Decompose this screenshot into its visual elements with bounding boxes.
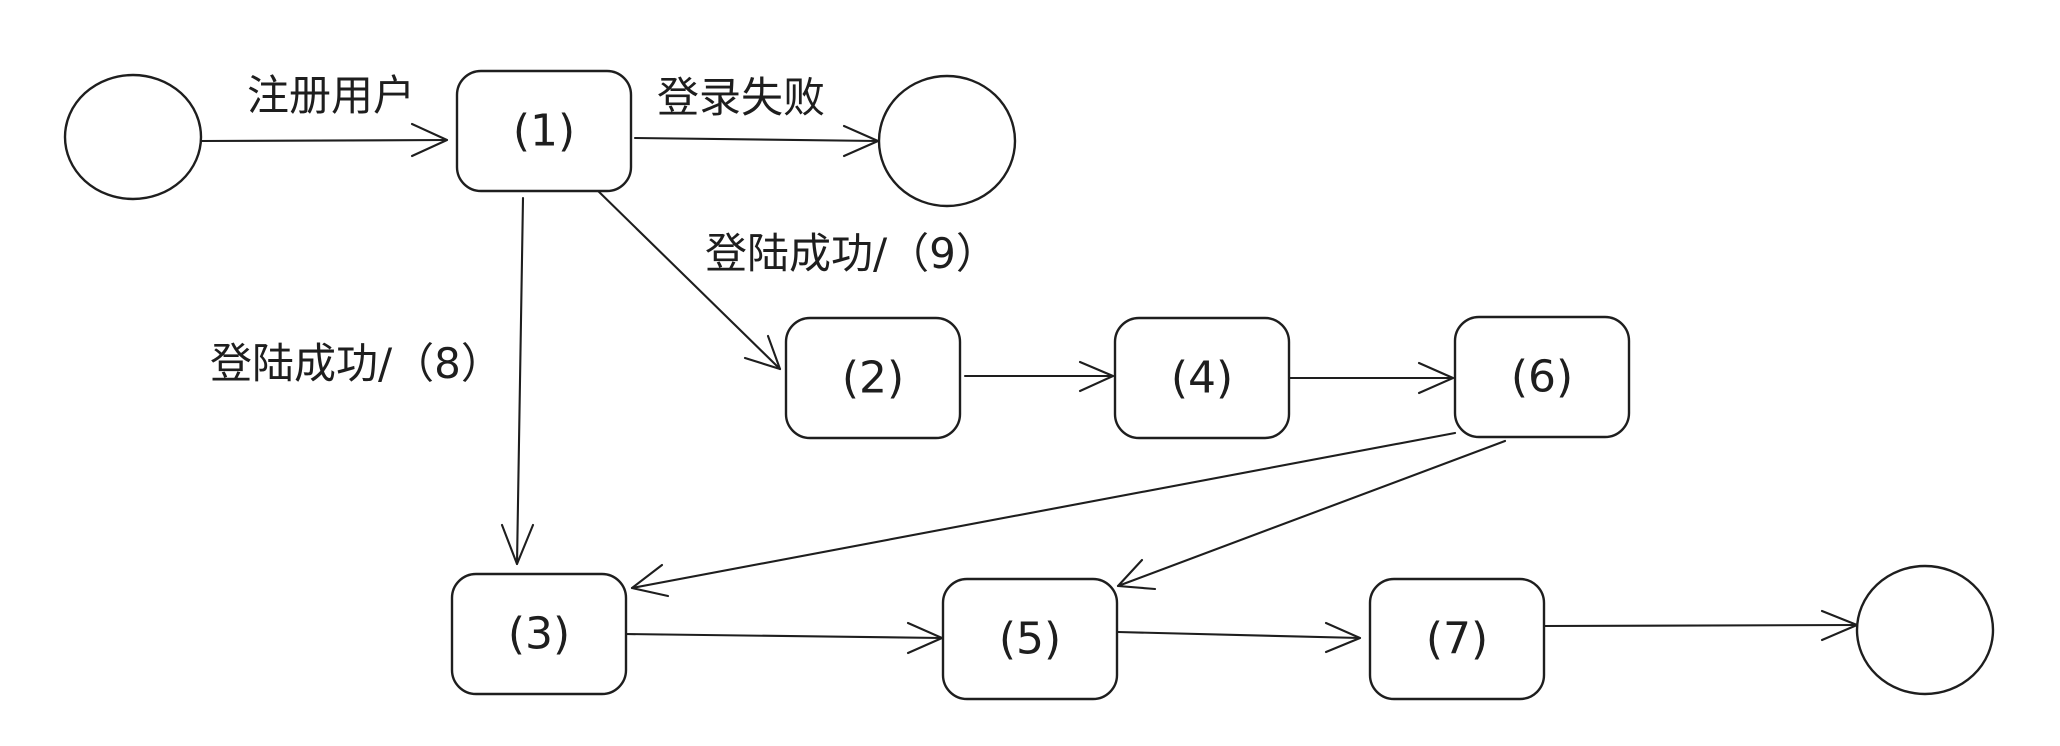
node-1: (1)	[455, 69, 633, 193]
node-3: (3)	[450, 572, 628, 696]
node-7-label: (7)	[1426, 614, 1488, 665]
node-6: (6)	[1453, 315, 1631, 439]
edge-label-login-success-8: 登陆成功/（8）	[210, 339, 503, 388]
edge-label-login-fail: 登录失败	[657, 73, 825, 122]
edge-6-to-5	[1116, 439, 1507, 591]
edge-4-to-6	[1288, 361, 1455, 395]
edge-7-to-end	[1541, 609, 1859, 642]
edge-labels: 注册用户 登录失败 登陆成功/（9） 登陆成功/（8）	[210, 71, 998, 388]
node-1-label: (1)	[513, 106, 575, 157]
edge-1-to-2	[591, 184, 782, 371]
node-4-label: (4)	[1171, 353, 1233, 404]
edge-3-to-5	[623, 621, 944, 655]
edge-1-to-fail	[633, 124, 880, 158]
edge-start-to-1	[198, 122, 449, 158]
node-2-label: (2)	[842, 353, 904, 404]
node-7: (7)	[1368, 577, 1546, 701]
node-2: (2)	[784, 316, 962, 440]
edge-6-to-3	[630, 431, 1457, 598]
edges	[198, 122, 1859, 655]
start-circle	[63, 73, 203, 201]
node-5-label: (5)	[999, 614, 1061, 665]
node-5: (5)	[941, 577, 1119, 701]
edge-label-login-success-9: 登陆成功/（9）	[705, 229, 998, 278]
terminals	[63, 73, 1995, 696]
edge-5-to-7	[1116, 621, 1362, 654]
node-4: (4)	[1113, 316, 1291, 440]
fail-end-circle	[877, 74, 1017, 208]
final-end-circle	[1855, 564, 1995, 696]
node-3-label: (3)	[508, 609, 570, 660]
edge-label-register: 注册用户	[247, 71, 415, 120]
node-6-label: (6)	[1511, 352, 1573, 403]
edge-2-to-4	[963, 360, 1115, 393]
edge-1-to-3	[500, 196, 535, 566]
